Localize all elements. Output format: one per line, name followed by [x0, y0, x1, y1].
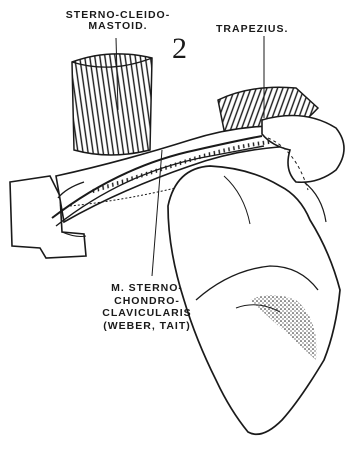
- muscle-label-line4: (WEBER, TAIT): [88, 320, 206, 333]
- trapezius-label: TRAPEZIUS.: [216, 24, 288, 35]
- sternocleidomastoid-muscle: [72, 54, 152, 155]
- sternocleidomastoid-label: STERNO-CLEIDO- MASTOID.: [36, 10, 200, 32]
- figure-number: 2: [172, 34, 187, 64]
- muscle-label-line2: CHONDRO-: [88, 295, 206, 308]
- sternocleidomastoid-label-line2: MASTOID.: [36, 21, 200, 32]
- acromion-process: [262, 116, 344, 191]
- muscle-label-line1: M. STERNO-: [88, 282, 206, 295]
- muscle-label-line3: CLAVICULARIS: [88, 307, 206, 320]
- sternochondroclavicularis-label: M. STERNO- CHONDRO- CLAVICULARIS (WEBER,…: [88, 282, 206, 332]
